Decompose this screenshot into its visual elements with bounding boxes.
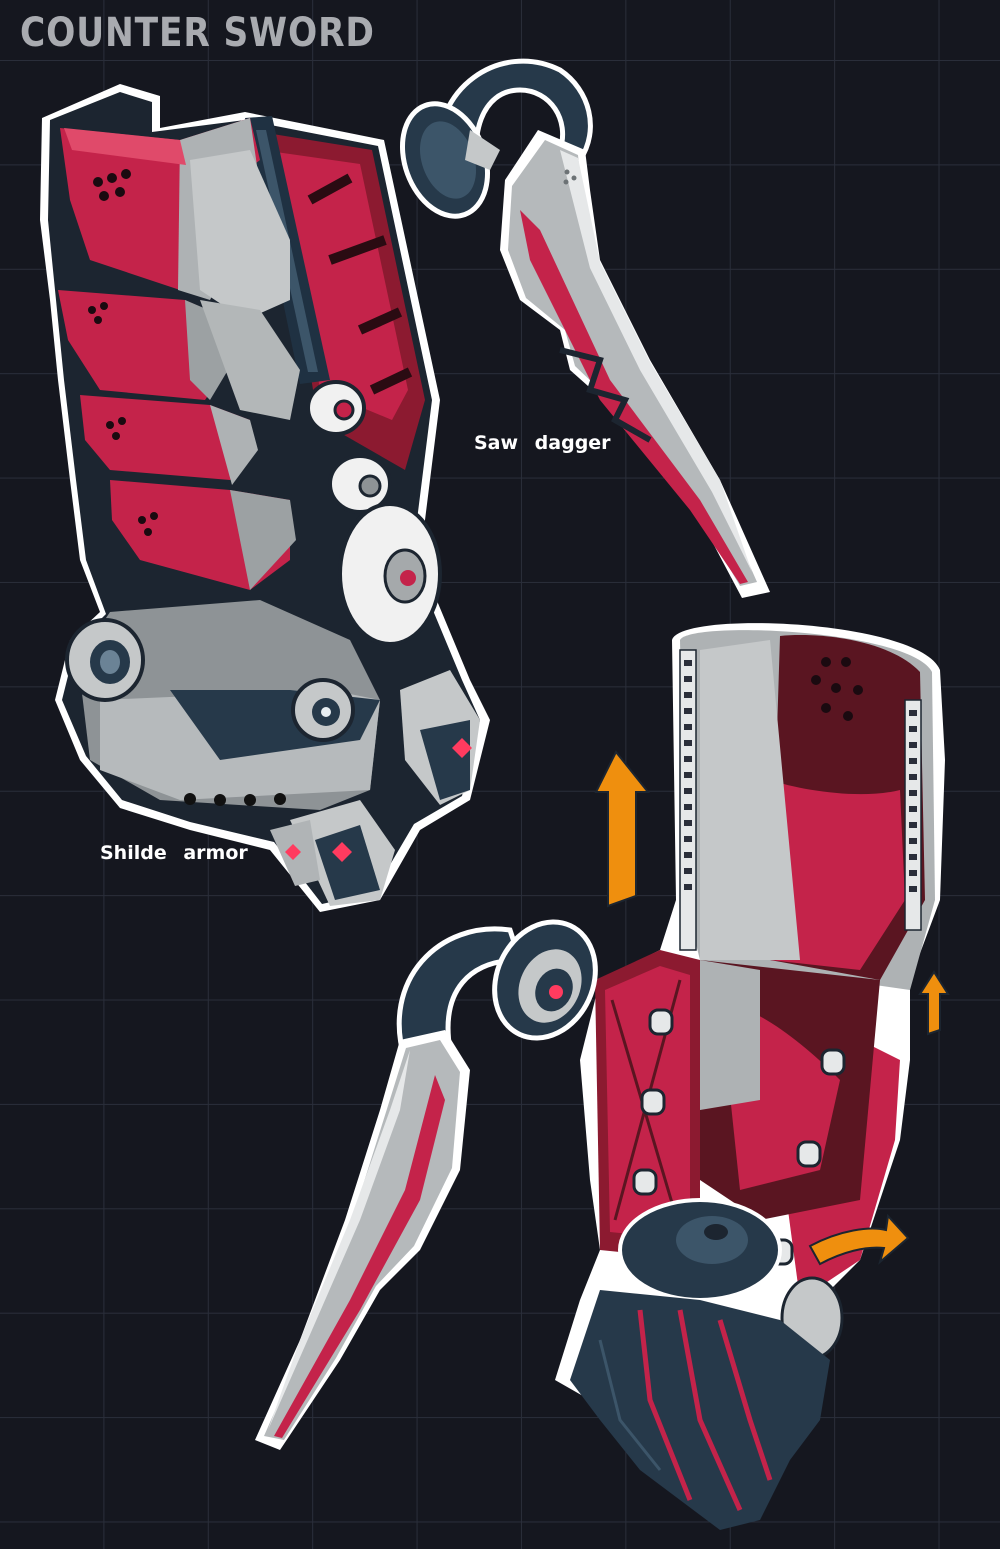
sheet-title: COUNTER SWORD xyxy=(20,10,375,56)
gem-claws xyxy=(270,670,480,906)
gauntlet-base xyxy=(65,600,380,810)
saw-dagger-alt-illustration xyxy=(255,919,598,1450)
gloved-hand xyxy=(570,1290,830,1530)
saw-dagger-label: Saw dagger xyxy=(474,432,611,454)
armor-plates xyxy=(58,118,300,590)
shield-armor-illustration xyxy=(40,84,490,912)
motion-arrows xyxy=(594,750,950,1266)
forearm-illustration xyxy=(555,623,945,1530)
shield-armor-label: Shilde armor xyxy=(100,842,248,864)
rollers xyxy=(306,380,442,646)
saw-dagger-illustration xyxy=(399,58,770,598)
